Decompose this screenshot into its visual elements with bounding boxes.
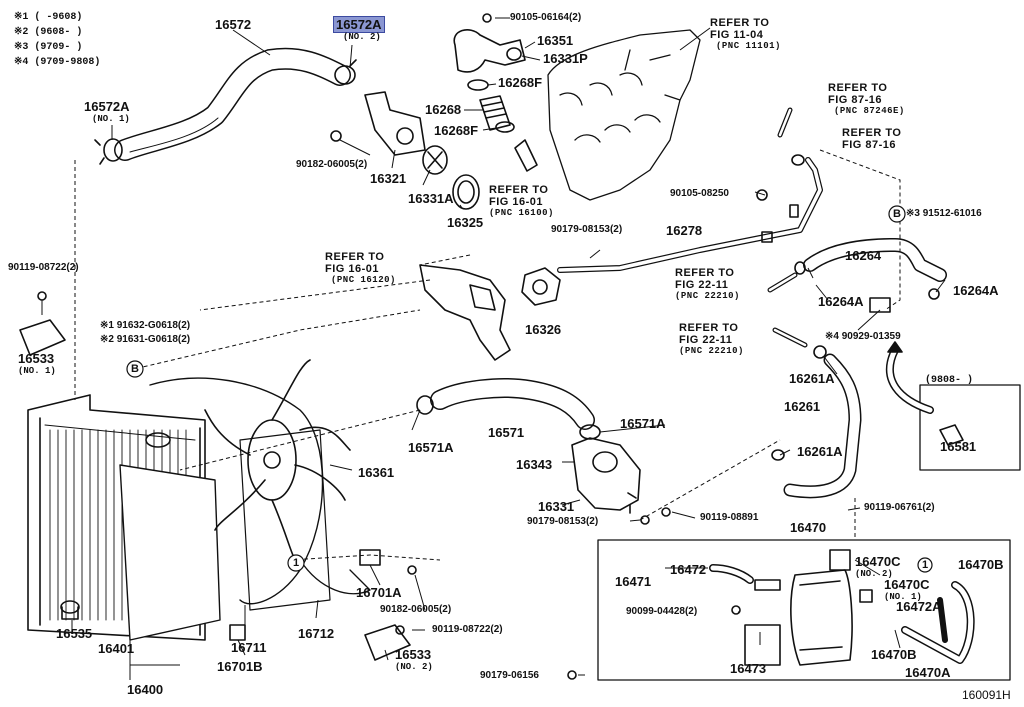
engine-block [547, 29, 701, 201]
hose-clamp [94, 59, 357, 165]
part-label[interactable]: 16321 [370, 171, 407, 186]
part-label[interactable]: 16572 [215, 17, 252, 32]
part-label[interactable]: 16571 [488, 425, 525, 440]
part-label[interactable]: 16343 [516, 457, 553, 472]
heater-hose [794, 238, 947, 313]
part-label[interactable]: 90099-04428(2) [626, 606, 698, 617]
figure-id: 160091H [962, 688, 1011, 702]
highlighted-part-label[interactable]: 16572A (NO. 2) [333, 16, 385, 42]
heater-inlet-hose [771, 345, 862, 499]
part-label[interactable]: 16361 [358, 465, 395, 480]
part-label[interactable]: 16261 [784, 399, 821, 414]
part-label[interactable]: 16268F [498, 75, 543, 90]
bypass-pipe [453, 13, 538, 172]
fan-shroud [149, 377, 331, 611]
cooling-fan [204, 359, 351, 561]
inset-box [886, 341, 1021, 471]
part-label[interactable]: 90179-08153(2) [551, 224, 623, 235]
part-label[interactable]: 16400 [127, 682, 164, 697]
part-label[interactable]: 16470 [790, 520, 827, 535]
part-label[interactable]: 16331 [538, 499, 575, 514]
vacuum-tube [756, 107, 808, 348]
gasket [521, 267, 561, 306]
part-label[interactable]: ※3 91512-61016 [906, 208, 982, 219]
part-label[interactable]: 16472A [896, 599, 942, 614]
water-outlet [330, 91, 426, 156]
part-label[interactable]: 16261A [797, 444, 843, 459]
part-label[interactable]: ※1 91632-G0618(2) [100, 320, 191, 331]
part-label[interactable]: 16473 [730, 661, 767, 676]
part-label[interactable]: 16471 [615, 574, 652, 589]
heater-water-pipe [557, 157, 823, 273]
lower-brackets [19, 291, 417, 661]
part-label[interactable]: 16264 [845, 248, 882, 263]
part-label[interactable]: 16470C(NO. 2) [855, 554, 901, 580]
legend-row: ※2 (9608- ) [14, 27, 83, 38]
part-label[interactable]: 16261A [789, 371, 835, 386]
thermostat [422, 145, 480, 210]
legend-row: ※3 (9709- ) [14, 42, 83, 53]
part-label[interactable]: 16533(NO. 1) [18, 351, 56, 377]
part-label[interactable]: 16401 [98, 641, 135, 656]
part-label[interactable]: 16331A [408, 191, 454, 206]
part-label[interactable]: 16326 [525, 322, 562, 337]
callout-b: B [131, 363, 139, 375]
water-inlet [419, 264, 511, 361]
part-label[interactable]: 90119-08891 [700, 512, 759, 523]
part-label[interactable]: 90119-08722(2) [8, 262, 79, 273]
legend-row: ※1 ( -9608) [14, 12, 83, 23]
part-label[interactable]: 16278 [666, 223, 703, 238]
part-label[interactable]: 16701B [217, 659, 263, 674]
part-label[interactable]: 16264A [953, 283, 999, 298]
callout-1: 1 [922, 559, 929, 571]
reservoir-box [567, 539, 1011, 681]
upper-radiator-hose [114, 47, 351, 161]
part-label[interactable]: 16535 [56, 626, 93, 641]
part-label[interactable]: 90179-06156 [480, 670, 539, 681]
part-label[interactable]: 16581 [940, 439, 977, 454]
part-label[interactable]: 16264A [818, 294, 864, 309]
part-label[interactable]: 16331P [543, 51, 588, 66]
legend-row: ※4 (9709-9808) [14, 57, 101, 68]
part-label[interactable]: 16470A [905, 665, 951, 680]
part-label[interactable]: 90119-06761(2) [864, 502, 935, 513]
part-label[interactable]: 16711 [231, 640, 267, 655]
part-label[interactable]: 90179-08153(2) [527, 516, 599, 527]
part-label[interactable]: 16571A [408, 440, 454, 455]
part-label[interactable]: 90182-06005(2) [296, 159, 368, 170]
part-label[interactable]: 16572A(NO. 1) [84, 99, 130, 125]
part-label[interactable]: 90182-06005(2) [380, 604, 452, 615]
part-label[interactable]: 16325 [447, 215, 484, 230]
part-label[interactable]: 16268 [425, 102, 462, 117]
part-label: (9808- ) [925, 375, 974, 386]
radiator-assembly [27, 394, 221, 641]
callout-1: 1 [293, 557, 300, 569]
part-label[interactable]: 16470B [871, 647, 917, 662]
part-label[interactable]: ※2 91631-G0618(2) [100, 334, 191, 345]
part-label[interactable]: 90119-08722(2) [432, 624, 503, 635]
part-label[interactable]: 16268F [434, 123, 479, 138]
part-label[interactable]: 16533(NO. 2) [395, 647, 433, 673]
part-label[interactable]: 16470C(NO. 1) [884, 577, 930, 603]
part-label[interactable]: ※4 90929-01359 [825, 331, 901, 342]
part-label[interactable]: 16351 [537, 33, 574, 48]
callout-b: B [893, 208, 901, 220]
part-label[interactable]: 90105-08250 [670, 188, 729, 199]
part-label[interactable]: 16571A [620, 416, 666, 431]
part-label[interactable]: 16712 [298, 626, 335, 641]
part-label[interactable]: 16472 [670, 562, 707, 577]
part-label[interactable]: 16701A [356, 585, 402, 600]
part-label[interactable]: 16470B [958, 557, 1004, 572]
part-label[interactable]: 90105-06164(2) [510, 12, 582, 23]
callout-b-1 [126, 205, 933, 573]
